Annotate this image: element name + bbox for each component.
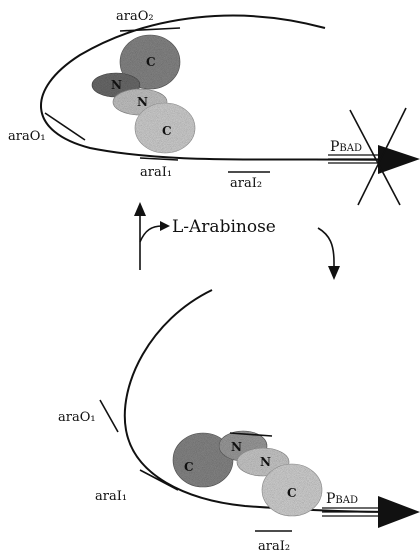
up-arrow-head [134, 202, 146, 216]
bottom-c-label-2: C [287, 486, 297, 500]
bottom-n-label-2: N [260, 455, 271, 469]
bottom-dna-curve [125, 290, 400, 512]
bottom-panel: C N N C araO₁ araI₁ araI₂ PBAD [58, 290, 420, 554]
bottom-arai2-label: araI₂ [258, 539, 290, 554]
top-arac-dimer: C N N C [92, 35, 195, 153]
top-arao2-site [120, 28, 180, 31]
top-n-label-2: N [137, 95, 148, 109]
bottom-n-label-1: N [231, 440, 242, 454]
top-pbad-label: PBAD [330, 139, 362, 155]
top-panel: C N N C araO₂ araO₁ araI₁ araI₂ PBAD [8, 9, 420, 205]
bottom-arac-dimer: C N N C [173, 431, 322, 516]
inducer-binding-curve [140, 226, 162, 242]
top-arao2-label: araO₂ [116, 9, 154, 24]
top-n-label-1: N [111, 78, 122, 92]
top-transcription-arrow [378, 145, 420, 174]
bottom-pbad-label: PBAD [326, 491, 358, 507]
bottom-arai1-site [140, 470, 178, 490]
bottom-arao1-label: araO₁ [58, 410, 96, 425]
bottom-arai1-label: araI₁ [95, 489, 127, 504]
top-arao1-site [45, 113, 85, 140]
top-c-label-2: C [162, 124, 172, 138]
top-arai2-label: araI₂ [230, 176, 262, 191]
top-arai1-label: araI₁ [140, 165, 172, 180]
induction-arrows: L-Arabinose [134, 202, 340, 280]
bottom-transcription-arrow [378, 496, 420, 528]
bottom-c-label-1: C [184, 460, 194, 474]
bottom-pbad-promoter: PBAD [322, 491, 420, 528]
down-arrow-curve [318, 228, 334, 268]
bottom-arao1-site [100, 400, 118, 432]
top-arao1-label: araO₁ [8, 129, 46, 144]
inducer-label: L-Arabinose [172, 217, 276, 237]
top-c-label-1: C [146, 55, 156, 69]
down-arrow-head [328, 266, 340, 280]
